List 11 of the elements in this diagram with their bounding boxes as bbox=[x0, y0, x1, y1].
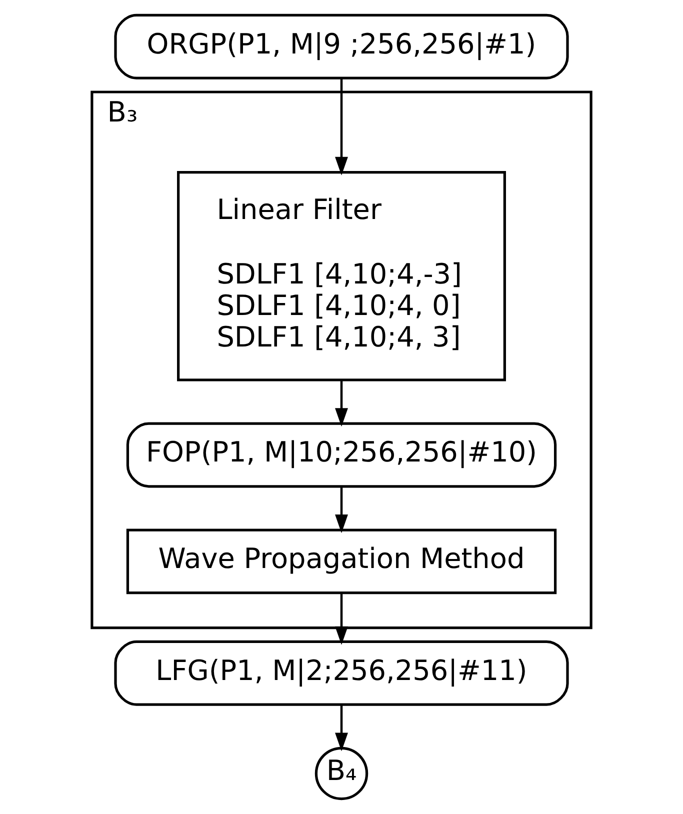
arrow bbox=[335, 78, 348, 176]
node-box: FOP(P1, M|10;256,256|#10) bbox=[126, 422, 557, 488]
node-box: LFG(P1, M|2;256,256|#11) bbox=[114, 640, 569, 706]
node-circle: B₄ bbox=[314, 746, 368, 800]
arrow bbox=[335, 705, 348, 752]
arrow bbox=[335, 593, 348, 645]
node-box: ORGP(P1, M|9 ;256,256|#1) bbox=[114, 14, 569, 80]
node-box: Wave Propagation Method bbox=[126, 528, 557, 594]
node-box: Linear Filter SDLF1 [4,10;4,-3] SDLF1 [4,10;4, 0] SDLF1 [4,10;4, 3] bbox=[177, 170, 506, 382]
arrow bbox=[335, 486, 348, 534]
arrow bbox=[335, 380, 348, 427]
